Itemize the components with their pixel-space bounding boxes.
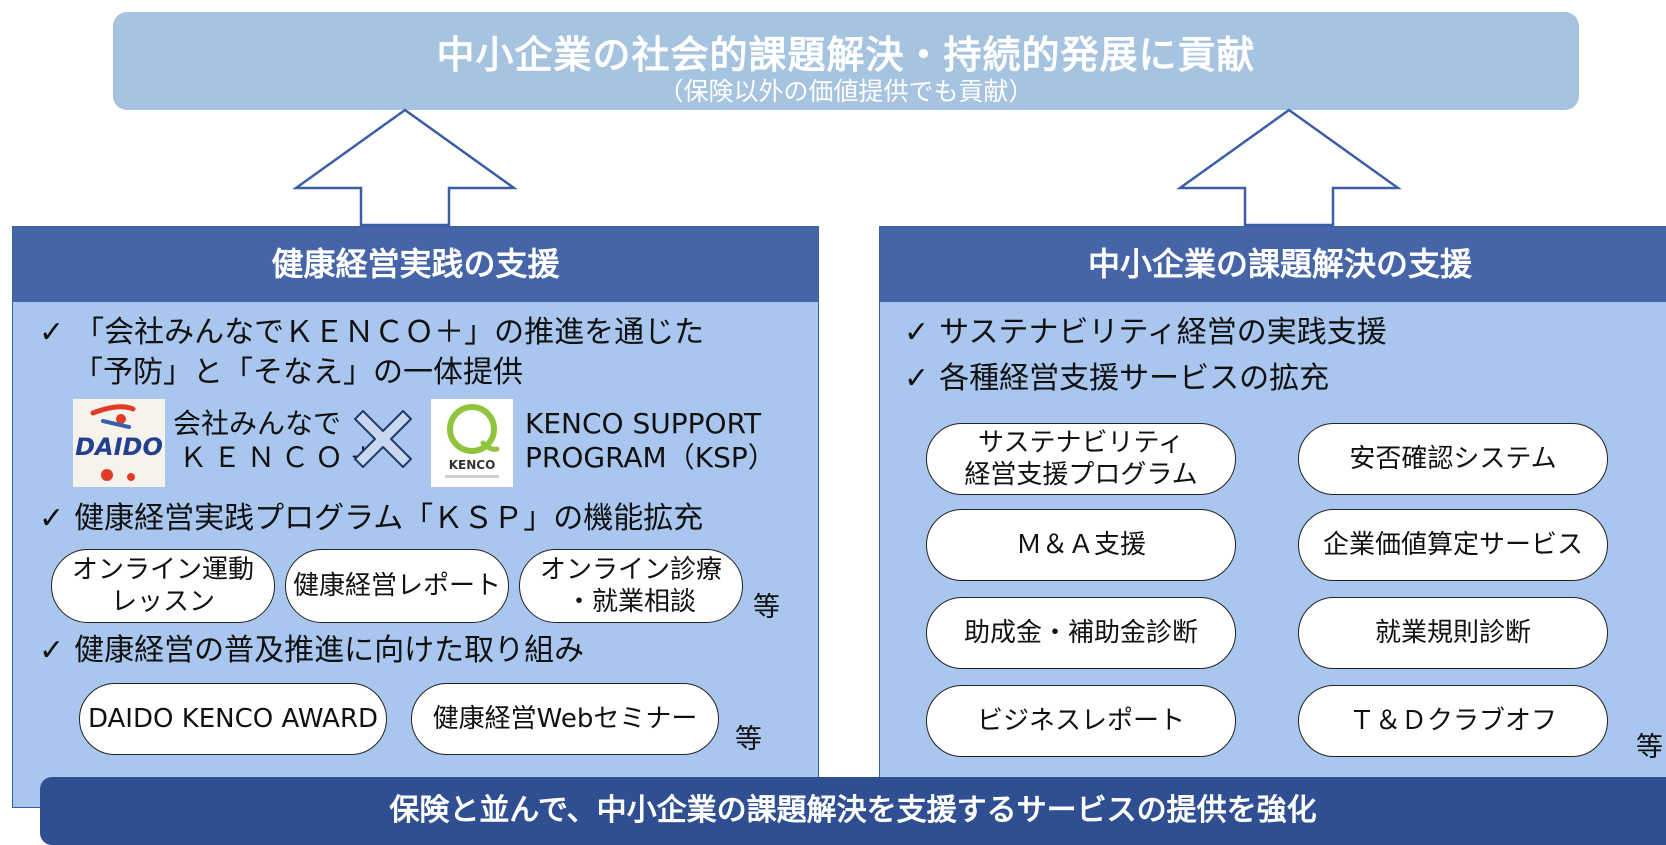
health-management-heading: 健康経営実践の支援 [13, 227, 818, 302]
pill-valuation-service: 企業価値算定サービス [1298, 509, 1608, 581]
kenco-plus-label-2: ＫＥＮＣＯ＋ [179, 441, 384, 474]
check-icon: ✓ [39, 633, 65, 668]
svg-text:KENCO: KENCO [449, 458, 496, 472]
ksp-label-2: PROGRAM（KSP） [525, 441, 776, 474]
goal-banner: 中小企業の社会的課題解決・持続的発展に貢献 （保険以外の価値提供でも貢献） [113, 12, 1579, 110]
cross-icon [354, 410, 412, 468]
pill-business-report: ビジネスレポート [926, 685, 1236, 757]
strategy-footer-bar: 保険と並んで、中小企業の課題解決を支援するサービスの提供を強化 [40, 777, 1666, 845]
sme-support-heading: 中小企業の課題解決の支援 [880, 227, 1666, 302]
bullet-kenco-promotion-line2: 「予防」と「そなえ」の一体提供 [73, 355, 523, 390]
pill-sustainability-program: サステナビリティ 経営支援プログラム [926, 423, 1236, 495]
pill-online-exercise: オンライン運動 レッスン [51, 549, 275, 623]
kenco-support-logo-icon: KENCO [431, 399, 513, 487]
sme-support-panel: 中小企業の課題解決の支援 ✓サステナビリティ経営の実践支援 ✓各種経営支援サービ… [879, 226, 1666, 808]
pill-subsidy-diagnosis: 助成金・補助金診断 [926, 597, 1236, 669]
bullet-promotion-initiatives: ✓健康経営の普及推進に向けた取り組み [39, 633, 585, 668]
kenco-plus-label-1: 会社みんなで [173, 407, 342, 440]
svg-text:DAIDO: DAIDO [75, 433, 163, 461]
check-icon: ✓ [39, 501, 65, 536]
check-icon: ✓ [904, 361, 930, 396]
etc-label: 等 [753, 592, 780, 623]
bullet-sustainability: ✓サステナビリティ経営の実践支援 [904, 315, 1387, 350]
goal-subtitle: （保険以外の価値提供でも貢献） [658, 77, 1034, 106]
ksp-label-1: KENCO SUPPORT [525, 407, 762, 440]
bullet-services-expansion: ✓各種経営支援サービスの拡充 [904, 361, 1330, 396]
check-icon: ✓ [904, 315, 930, 350]
pill-health-report: 健康経営レポート [285, 549, 509, 623]
pill-online-consult: オンライン診療 ・就業相談 [519, 549, 743, 623]
bullet-ksp-expansion: ✓健康経営実践プログラム「ＫＳＰ」の機能拡充 [39, 501, 704, 536]
up-arrow-left-icon [292, 108, 518, 226]
etc-label: 等 [1636, 732, 1663, 763]
health-management-panel: 健康経営実践の支援 ✓「会社みんなでＫＥＮＣＯ＋」の推進を通じた 「予防」と「そ… [12, 226, 819, 808]
pill-web-seminar: 健康経営Webセミナー [411, 683, 719, 755]
check-icon: ✓ [39, 315, 65, 350]
bullet-kenco-promotion: ✓「会社みんなでＫＥＮＣＯ＋」の推進を通じた [39, 315, 705, 350]
pill-kenco-award: DAIDO KENCO AWARD [79, 683, 387, 755]
etc-label: 等 [735, 724, 762, 755]
up-arrow-right-icon [1176, 108, 1402, 226]
pill-safety-confirmation: 安否確認システム [1298, 423, 1608, 495]
pill-work-rules-diagnosis: 就業規則診断 [1298, 597, 1608, 669]
goal-title: 中小企業の社会的課題解決・持続的発展に貢献 [436, 33, 1256, 77]
daido-logo-icon: DAIDO [73, 399, 165, 487]
pill-td-club-off: Ｔ＆Ｄクラブオフ [1298, 685, 1608, 757]
pill-ma-support: Ｍ＆Ａ支援 [926, 509, 1236, 581]
